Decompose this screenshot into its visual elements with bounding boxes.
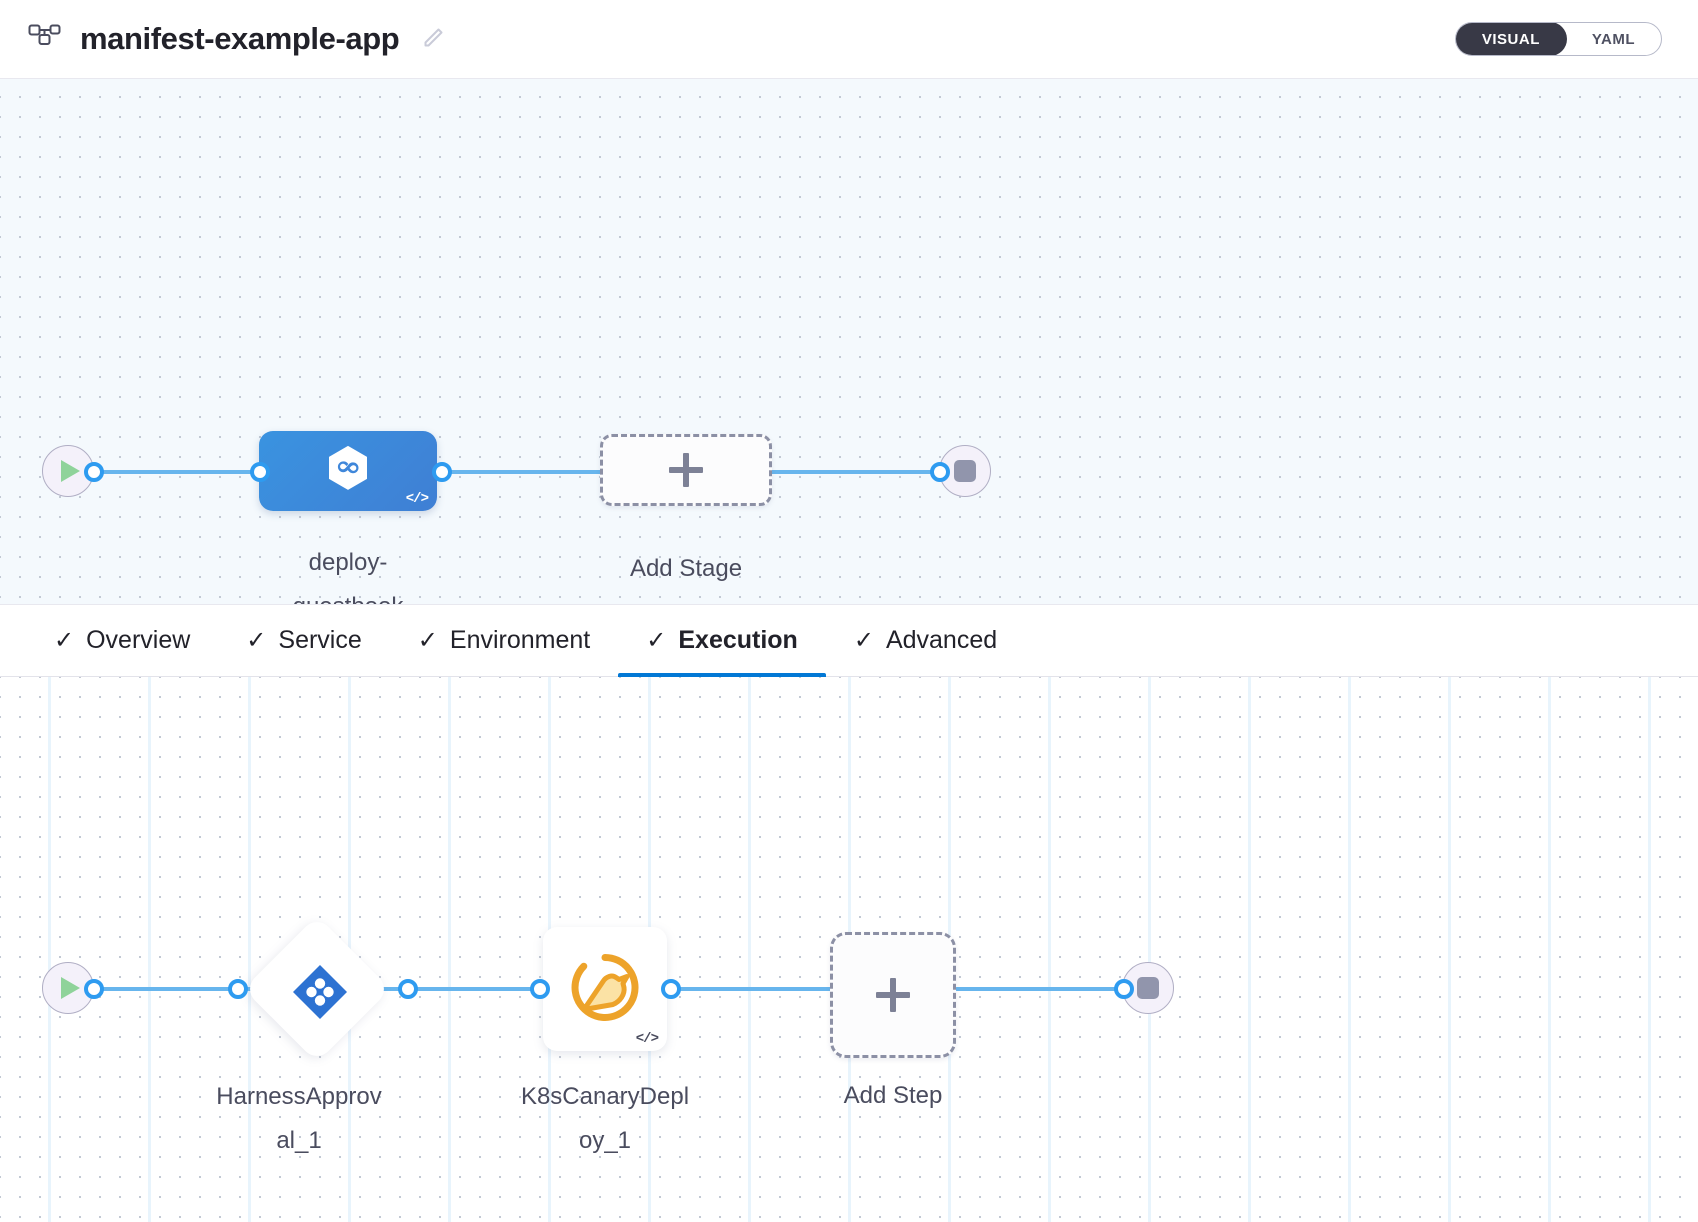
- pipeline-header: manifest-example-app VISUAL YAML: [0, 0, 1698, 79]
- port-exec-end-in[interactable]: [1114, 979, 1134, 999]
- pipeline-start-node[interactable]: [42, 445, 94, 497]
- harness-approval-clover-icon: [293, 965, 347, 1019]
- edge-add-to-end: [955, 987, 1120, 991]
- port-end-in[interactable]: [930, 462, 950, 482]
- add-step-caption: Add Step: [843, 1082, 943, 1109]
- tab-advanced-label: Advanced: [885, 626, 998, 654]
- add-stage-caption: Add Stage: [629, 555, 743, 582]
- add-stage-button[interactable]: [600, 434, 772, 506]
- stage-code-badge: </>: [405, 491, 429, 507]
- check-icon: ✓: [417, 626, 438, 654]
- stage-caption-deploy-guestbook: deploy- guestbook: [293, 549, 404, 604]
- tab-overview[interactable]: ✓ Overview: [26, 605, 218, 676]
- port-canary-out[interactable]: [661, 979, 681, 999]
- stop-icon: [954, 460, 976, 482]
- plus-icon: [876, 978, 910, 1012]
- edge-start-to-stage: [92, 470, 264, 474]
- port-canary-in[interactable]: [530, 979, 550, 999]
- edge-stage-to-add: [437, 470, 611, 474]
- port-start-out[interactable]: [84, 462, 104, 482]
- page-title: manifest-example-app: [80, 21, 400, 56]
- stage-graph: </> deploy- guestbook Add Stage: [0, 79, 1698, 604]
- canary-bird-icon: [571, 953, 639, 1021]
- edge-canary-to-add: [667, 987, 832, 991]
- edge-approval-to-canary: [404, 987, 544, 991]
- check-icon: ✓: [246, 626, 267, 654]
- harness-cd-hexagon-icon: [329, 445, 367, 490]
- stage-node-deploy-guestbook[interactable]: </>: [259, 431, 437, 511]
- pencil-edit-icon[interactable]: [419, 26, 445, 52]
- check-icon: ✓: [853, 626, 874, 654]
- header-right-group: VISUAL YAML: [1454, 22, 1662, 56]
- play-icon: [61, 977, 80, 999]
- check-icon: ✓: [54, 626, 75, 654]
- tab-execution-label: Execution: [678, 626, 798, 654]
- stop-icon: [1137, 977, 1159, 999]
- step-caption-k8s-canary-deploy: K8sCanaryDepl oy_1: [520, 1083, 690, 1154]
- execution-graph-canvas[interactable]: HarnessApprov al_1 </> K8sCanaryDepl oy_…: [0, 677, 1698, 1222]
- port-stage-out[interactable]: [432, 462, 452, 482]
- tab-environment-label: Environment: [449, 626, 591, 654]
- stage-config-tabs: ✓ Overview ✓ Service ✓ Environment ✓ Exe…: [0, 605, 1698, 677]
- step-node-k8s-canary-deploy[interactable]: </>: [543, 927, 667, 1051]
- step-caption-harness-approval: HarnessApprov al_1: [216, 1083, 382, 1154]
- pipeline-nodes-icon: [28, 24, 61, 45]
- tab-service[interactable]: ✓ Service: [218, 605, 389, 676]
- port-approval-in[interactable]: [228, 979, 248, 999]
- port-stage-in[interactable]: [250, 462, 270, 482]
- tab-overview-label: Overview: [86, 626, 191, 654]
- tab-advanced[interactable]: ✓ Advanced: [826, 605, 1025, 676]
- port-exec-start-out[interactable]: [84, 979, 104, 999]
- stage-graph-canvas[interactable]: </> deploy- guestbook Add Stage: [0, 79, 1698, 605]
- execution-graph: HarnessApprov al_1 </> K8sCanaryDepl oy_…: [0, 677, 1698, 1222]
- port-approval-out[interactable]: [398, 979, 418, 999]
- edge-start-to-approval: [92, 987, 244, 991]
- canary-code-badge: </>: [635, 1031, 659, 1047]
- plus-icon: [669, 453, 703, 487]
- tab-environment[interactable]: ✓ Environment: [390, 605, 618, 676]
- view-mode-toggle[interactable]: VISUAL YAML: [1454, 22, 1662, 56]
- edge-add-to-end: [770, 470, 950, 474]
- tab-execution[interactable]: ✓ Execution: [618, 605, 826, 677]
- tab-service-label: Service: [278, 626, 362, 654]
- add-step-button[interactable]: [830, 932, 956, 1058]
- header-left-group: manifest-example-app: [0, 21, 445, 57]
- play-icon: [61, 460, 80, 482]
- view-toggle-yaml[interactable]: YAML: [1591, 30, 1635, 48]
- check-icon: ✓: [646, 626, 667, 654]
- view-toggle-visual[interactable]: VISUAL: [1455, 23, 1567, 55]
